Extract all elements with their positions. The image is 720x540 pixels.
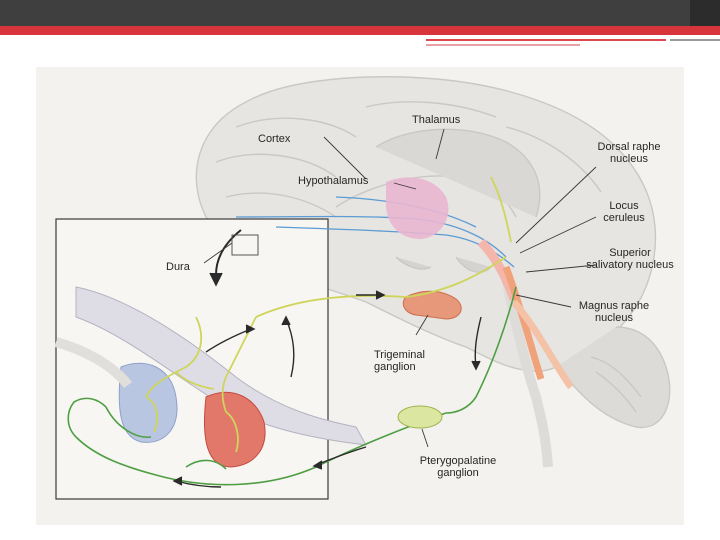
title-rule-secondary <box>426 44 580 46</box>
label-hypothalamus: Hypothalamus <box>298 175 368 187</box>
pterygopalatine-ganglion <box>398 406 442 428</box>
header-corner-block <box>690 0 720 26</box>
label-pterygopalatine-ganglion: Pterygopalatine ganglion <box>404 455 512 479</box>
anatomical-figure: Thalamus Cortex Dorsal raphe nucleus Hyp… <box>36 67 684 525</box>
title-rule-gray <box>670 39 720 41</box>
slide-header-accent-stripe <box>0 26 720 35</box>
anatomy-illustration <box>36 67 684 525</box>
title-rule <box>426 39 666 41</box>
label-trigeminal-ganglion: Trigeminal ganglion <box>374 349 425 373</box>
label-dura: Dura <box>166 261 190 273</box>
label-superior-salivatory: Superior salivatory nucleus <box>576 247 684 271</box>
label-cortex: Cortex <box>258 133 290 145</box>
label-dorsal-raphe: Dorsal raphe nucleus <box>580 141 678 165</box>
label-thalamus: Thalamus <box>412 114 460 126</box>
label-locus-ceruleus: Locus ceruleus <box>588 200 660 224</box>
slide-header-bar <box>0 0 720 26</box>
label-magnus-raphe: Magnus raphe nucleus <box>568 300 660 324</box>
